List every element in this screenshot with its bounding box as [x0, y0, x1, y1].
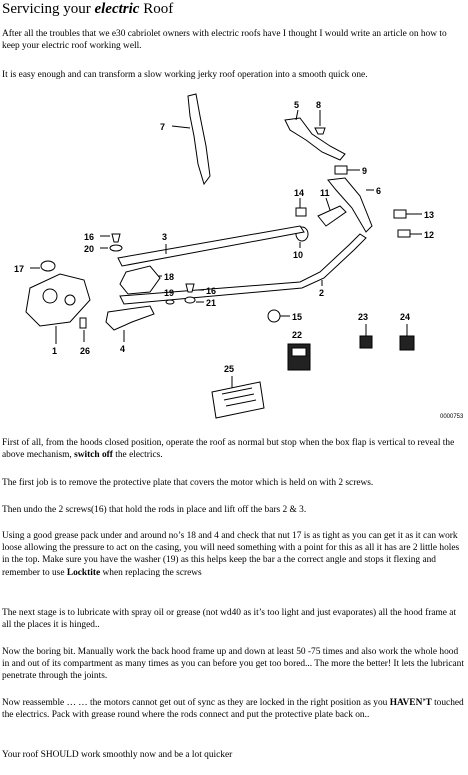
- callout-18: 18: [164, 272, 174, 282]
- callout-24: 24: [400, 312, 410, 322]
- callout-19: 19: [164, 288, 174, 298]
- step-4-emphasis: Locktite: [66, 567, 101, 578]
- step-1-text: First of all, from the hoods closed posi…: [2, 438, 455, 461]
- callout-10: 10: [293, 250, 303, 260]
- callout-7: 7: [160, 122, 165, 132]
- part-26-screw: [79, 317, 87, 329]
- intro-paragraph-2: It is easy enough and can transform a sl…: [2, 70, 368, 80]
- step-5: The next stage is to lubricate with spra…: [2, 608, 457, 631]
- step-7-end: touched the electrics. Pack with grease …: [2, 698, 464, 721]
- callout-11: 11: [320, 188, 330, 198]
- step-1: First of all, from the hoods closed posi…: [2, 437, 464, 461]
- callout-21: 21: [206, 298, 216, 308]
- callout-26: 26: [80, 346, 90, 356]
- part-21-screw: [184, 296, 196, 304]
- callout-25: 25: [224, 364, 234, 374]
- step-1-emphasis: switch off: [74, 450, 113, 461]
- part-5-arm: [284, 117, 346, 161]
- callout-17: 17: [14, 264, 24, 274]
- part-6-lever: [327, 177, 373, 233]
- title-suffix: Roof: [139, 1, 174, 17]
- part-14-screw: [295, 207, 307, 217]
- part-7-bracket: [187, 93, 211, 186]
- step-4-end: when replacing the screws: [100, 567, 202, 578]
- page-title: Servicing your electric Roof: [2, 0, 173, 18]
- step-4: Using a good grease pack under and aroun…: [2, 530, 464, 579]
- callout-16-top: 16: [84, 232, 94, 242]
- title-prefix: Servicing your: [2, 1, 95, 17]
- part-16-screw-lower: [185, 283, 195, 293]
- callout-5: 5: [294, 100, 299, 110]
- part-4-arm: [105, 305, 155, 331]
- callout-22: 22: [292, 330, 302, 340]
- step-1-end: the electrics.: [112, 450, 163, 461]
- part-8-screw: [314, 127, 326, 135]
- roof-mechanism-drawing: 1 2 3 4 5 6 7 8 9 10 11 12 13 14 15 16 1…: [14, 93, 464, 420]
- part-16-screw-top: [111, 233, 121, 243]
- callout-23: 23: [358, 312, 368, 322]
- callout-3: 3: [162, 232, 167, 242]
- step-7-emphasis: HAVEN’T: [389, 698, 432, 708]
- callout-8: 8: [316, 100, 321, 110]
- part-1-motor: [25, 273, 91, 327]
- part-2-rod: [119, 233, 367, 305]
- part-13-screw: [393, 209, 407, 219]
- step-8: Your roof SHOULD work smoothly now and b…: [2, 750, 233, 760]
- part-19-washer: [165, 299, 175, 305]
- callout-16-lower: 16: [206, 286, 216, 296]
- callout-15: 15: [292, 312, 302, 322]
- callout-6: 6: [376, 186, 381, 196]
- part-3-bar: [117, 225, 305, 267]
- callout-1: 1: [52, 346, 57, 356]
- callout-20: 20: [84, 244, 94, 254]
- step-6: Now the boring bit. Manually work the ba…: [2, 647, 464, 682]
- part-25-label: [211, 381, 265, 419]
- callout-4: 4: [120, 344, 125, 354]
- step-3: Then undo the 2 screws(16) that hold the…: [2, 505, 307, 515]
- step-4-text: Using a good grease pack under and aroun…: [2, 531, 460, 578]
- part-18-plate: [119, 265, 161, 295]
- part-12-screw: [397, 229, 411, 238]
- intro-paragraph: After all the troubles that we e30 cabri…: [2, 29, 447, 52]
- parts-diagram: 1 2 3 4 5 6 7 8 9 10 11 12 13 14 15 16 1…: [0, 86, 468, 426]
- diagram-reference: 0000753: [440, 414, 464, 420]
- step-7: Now reassemble … … the motors cannot get…: [2, 697, 464, 721]
- part-20-washer: [109, 244, 123, 252]
- part-15-bushing: [267, 309, 281, 323]
- callout-12: 12: [424, 230, 434, 240]
- part-24-spring: [399, 335, 415, 351]
- callout-2: 2: [319, 288, 324, 298]
- callout-9: 9: [362, 166, 367, 176]
- step-7-text: Now reassemble … … the motors cannot get…: [2, 698, 390, 708]
- part-9-bolt: [334, 165, 348, 175]
- callout-13: 13: [424, 210, 434, 220]
- title-emphasis: electric: [94, 1, 140, 17]
- part-11-link: [317, 205, 347, 227]
- part-23-spring: [359, 335, 373, 349]
- part-17-nut: [40, 260, 56, 272]
- step-2: The first job is to remove the protectiv…: [2, 478, 374, 488]
- callout-14: 14: [294, 188, 304, 198]
